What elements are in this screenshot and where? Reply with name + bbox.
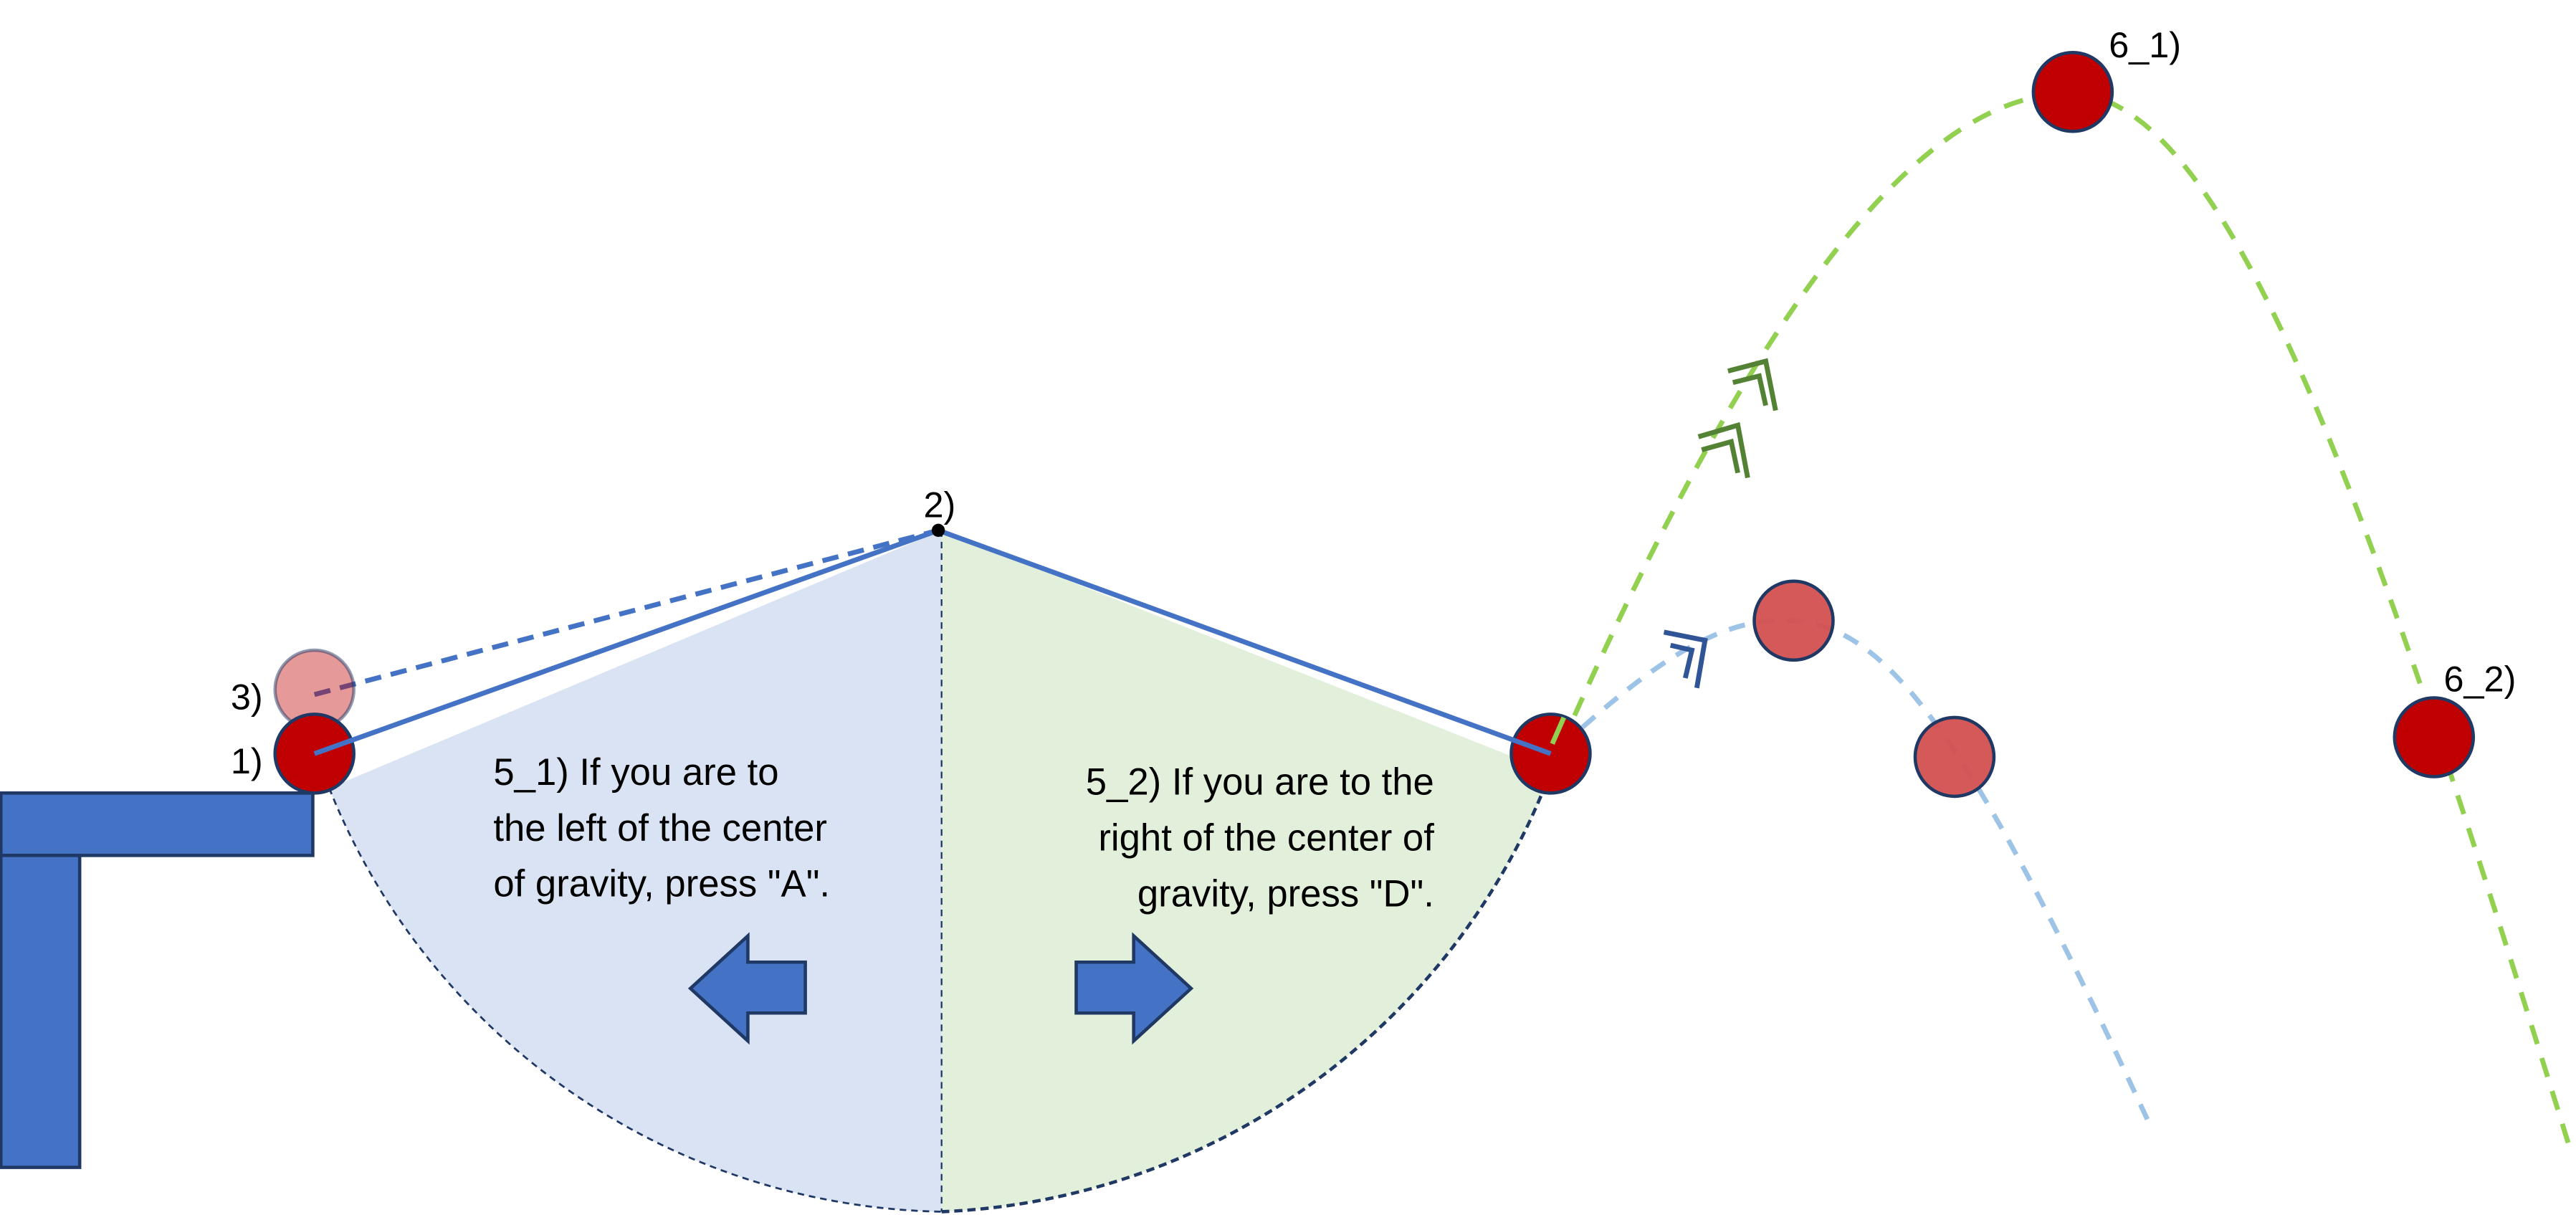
- right-instruction-line: 5_2) If you are to the: [1086, 761, 1434, 804]
- low-trajectory: [1558, 617, 2151, 1123]
- label-pivot: 2): [924, 485, 956, 525]
- platform-top: [0, 791, 315, 857]
- double-chevron-icon: [1697, 358, 1778, 479]
- ball-high-peak: [2031, 51, 2114, 133]
- double-chevron-icon: [1663, 629, 1708, 689]
- platform-leg: [0, 854, 82, 1169]
- left-instruction-line: 5_1) If you are to: [493, 751, 778, 794]
- label-start: 1): [231, 740, 263, 781]
- right-region: [941, 530, 1551, 1212]
- left-arc: [328, 787, 942, 1213]
- ball-low-descent: [1913, 715, 1996, 799]
- right-instruction: 5_2) If you are to the right of the cent…: [1086, 761, 1434, 915]
- pivot-point: [931, 523, 945, 538]
- rope-start: [313, 528, 940, 756]
- ball-high-descent: [2393, 696, 2476, 778]
- rope-pullback: [313, 528, 939, 697]
- left-instruction-line: of gravity, press "A".: [493, 863, 830, 905]
- right-instruction-line: right of the center of: [1098, 817, 1434, 859]
- left-instruction: 5_1) If you are to the left of the cente…: [493, 751, 830, 905]
- right-arc: [941, 771, 1552, 1214]
- right-arrow-icon: [1074, 932, 1194, 1045]
- label-peak: 6_1): [2109, 24, 2181, 65]
- label-descent: 6_2): [2444, 658, 2517, 699]
- release-tick: [1550, 716, 1566, 745]
- ball-low-peak: [1752, 579, 1835, 662]
- left-instruction-line: the left of the center: [493, 807, 827, 849]
- rope-release: [937, 528, 1552, 756]
- ball-start: [273, 713, 356, 795]
- high-trajectory: [1558, 91, 2573, 1150]
- ball-release: [1509, 713, 1592, 795]
- label-pullback: 3): [231, 677, 263, 718]
- left-arrow-icon: [687, 932, 807, 1045]
- right-instruction-line: gravity, press "D".: [1137, 872, 1434, 915]
- left-region: [329, 530, 942, 1212]
